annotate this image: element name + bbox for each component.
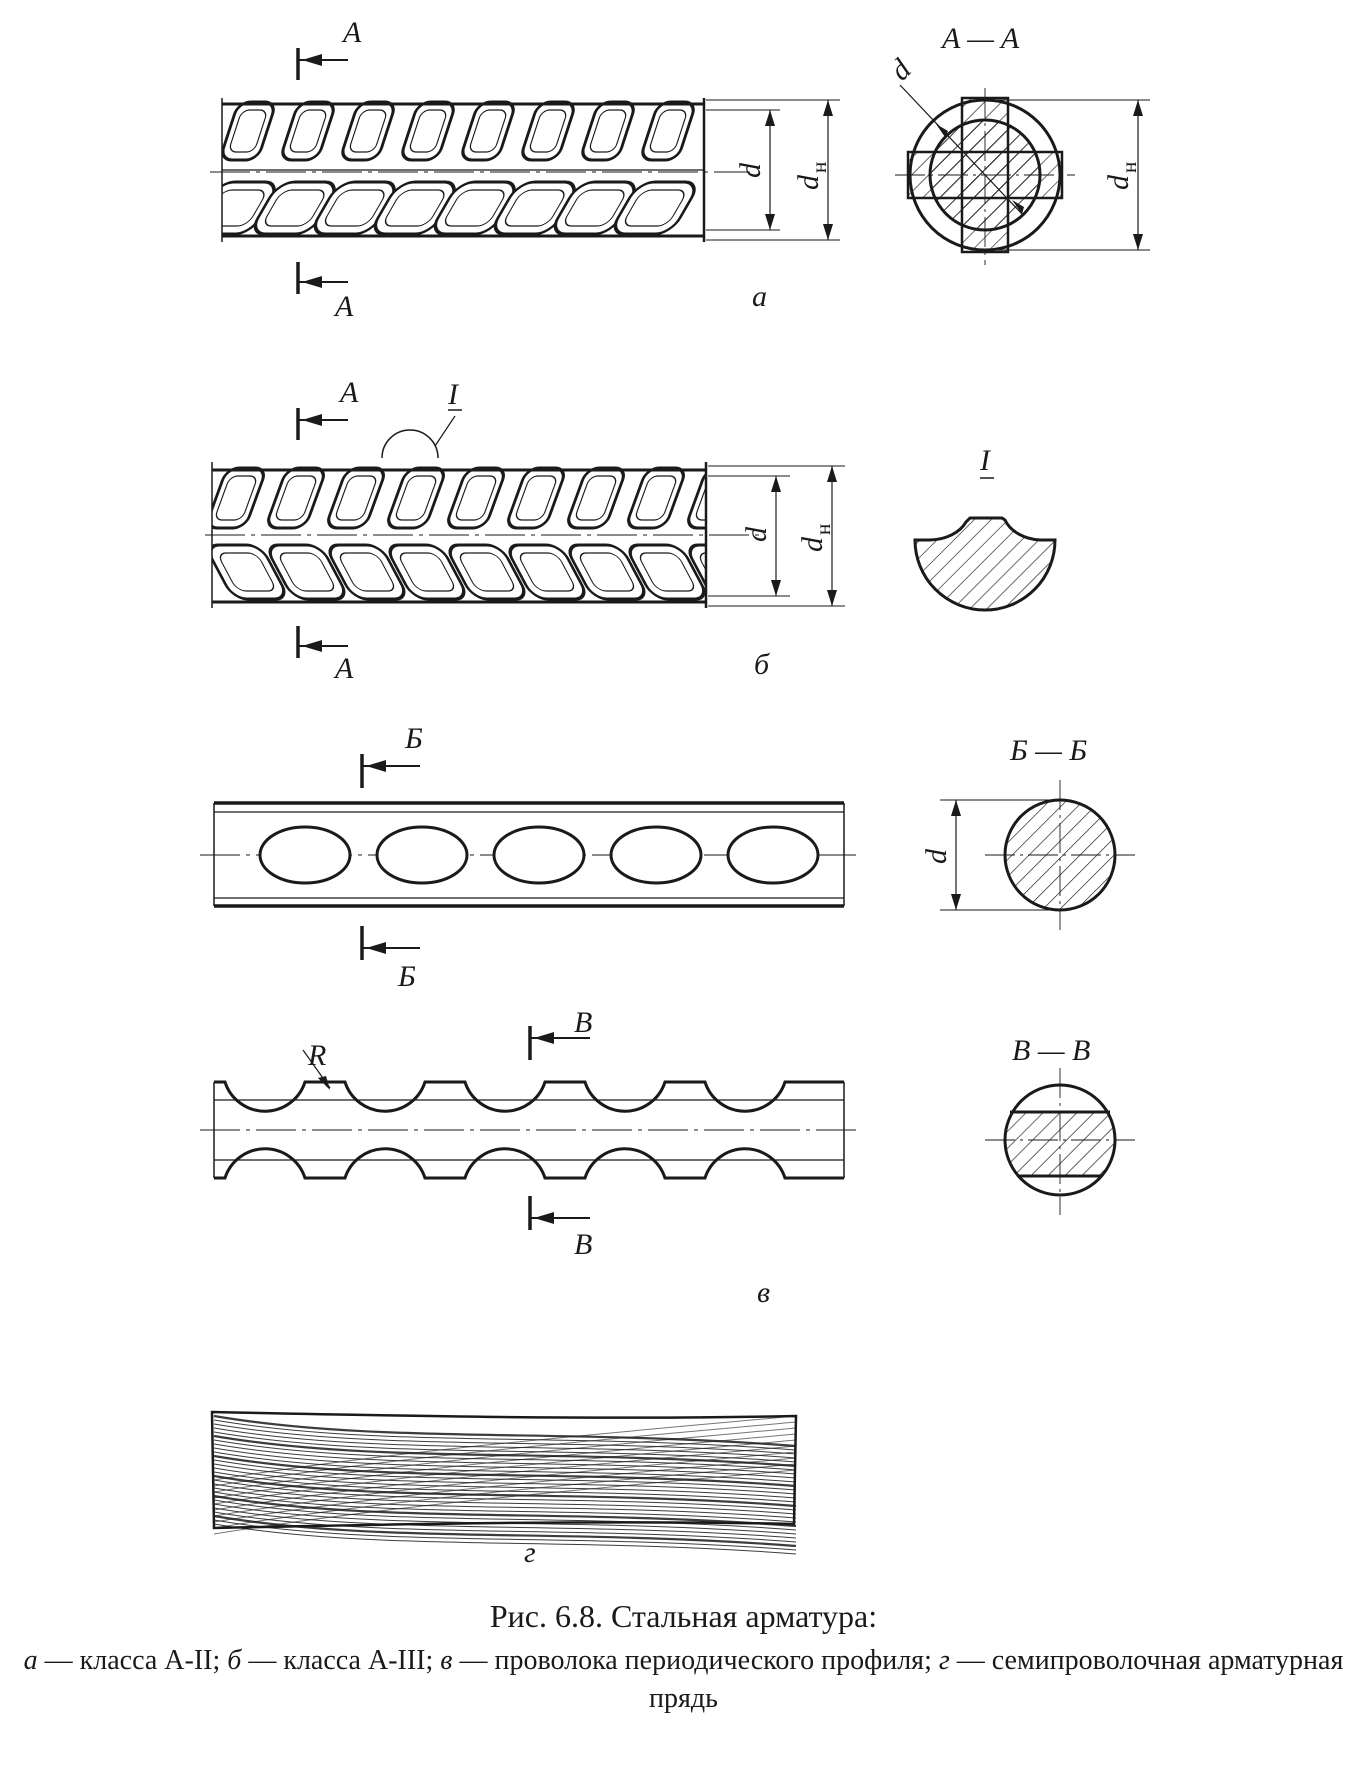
caption-legend-text: — класса А-II; (37, 1645, 228, 1676)
caption-legend-text: — семипроволочная арматурная прядь (649, 1645, 1344, 1714)
dim-dn-b: d (796, 536, 829, 552)
section-label-a-top: A (341, 16, 362, 49)
section-b-b-title: Б — Б (1009, 734, 1087, 767)
panel-v-section-marks: Б Б (360, 722, 423, 993)
figure-drawing: A A d d н A — A d (200, 16, 1150, 1569)
caption-legend-letter: а (23, 1645, 38, 1676)
panel-a-section-marks: A A (296, 16, 362, 323)
figure-caption: Рис. 6.8. Стальная арматура: а — класса … (0, 1596, 1367, 1718)
section-label-v1-bottom: Б (397, 960, 416, 993)
panel-letter-v: в (757, 1276, 770, 1309)
caption-title: Рис. 6.8. Стальная арматура: (489, 1598, 878, 1634)
detail-i-title: I (979, 444, 992, 477)
panel-letter-b: б (754, 648, 770, 681)
dim-d-b: d (740, 526, 773, 542)
section-a-a-title: A — A (940, 22, 1020, 55)
section-v-v-title: В — В (1012, 1034, 1090, 1067)
panel-b-dimensions: d d н (708, 465, 845, 607)
detail-label-i: I (447, 378, 460, 411)
caption-legend-text: — проволока периодического профиля; (452, 1645, 939, 1676)
panel-letter-g: г (524, 1536, 536, 1569)
section-label-b-top: A (338, 376, 359, 409)
dim-dn-a: d (792, 174, 825, 190)
radius-label: R (307, 1039, 326, 1072)
panel-v-wire-ovals (200, 801, 860, 908)
dim-dn-b-sub: н (811, 524, 835, 535)
section-label-b-bottom: A (333, 652, 354, 685)
caption-legend-letter: в (440, 1645, 453, 1676)
caption-legend: а — класса А-II; б — класса А-III; в — п… (0, 1642, 1367, 1718)
caption-legend-letter: г (938, 1645, 950, 1676)
panel-v-section-marks-2: В В (528, 1006, 592, 1261)
panel-a-bar (210, 98, 750, 242)
section-a-a-view: A — A d d н (884, 22, 1150, 265)
caption-legend-letter: б (227, 1645, 242, 1676)
caption-legend-text: — класса А-III; (241, 1645, 441, 1676)
dim-dn-a-sub: н (807, 162, 831, 173)
section-b-b-view: Б — Б d (920, 734, 1135, 930)
section-label-v2-bottom: В (574, 1228, 592, 1261)
panel-a-dimensions: d d н (706, 99, 840, 241)
panel-b-section-marks: A A I (296, 376, 462, 685)
dim-d-section-a: d (884, 52, 919, 87)
section-label-v1-top: Б (404, 722, 423, 755)
section-label-a-bottom: A (333, 290, 354, 323)
dim-d-section-b: d (920, 848, 953, 864)
section-label-v2-top: В (574, 1006, 592, 1039)
panel-v-wire-grooves: R (200, 1039, 860, 1180)
section-v-v-view: В — В (985, 1034, 1135, 1215)
dim-d-a: d (734, 162, 767, 178)
panel-g-strand (210, 1410, 798, 1555)
detail-i-view: I (913, 444, 1057, 612)
dim-dn-section-a-sub: н (1117, 162, 1141, 173)
panel-b-bar (205, 415, 760, 608)
panel-letter-a: а (752, 280, 767, 313)
dim-dn-section-a: d (1102, 174, 1135, 190)
